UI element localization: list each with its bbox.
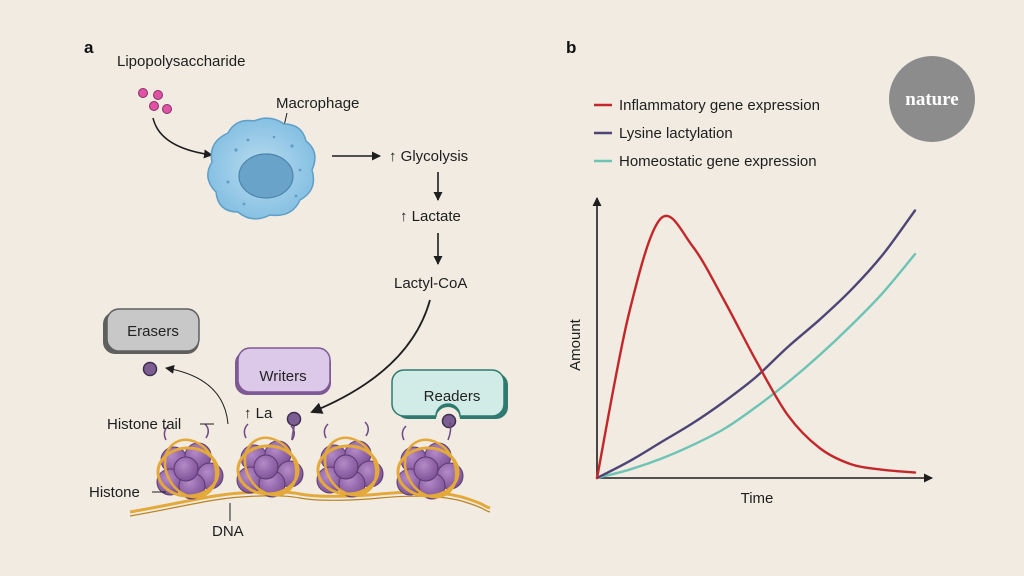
series-line-lysine-lactylation — [595, 209, 917, 480]
legend-label: Inflammatory gene expression — [619, 97, 820, 114]
dna-label: DNA — [212, 523, 244, 540]
lps-particles-icon — [138, 88, 172, 114]
legend-label: Homeostatic gene expression — [619, 153, 817, 170]
nucleosome-icon — [316, 421, 384, 498]
nucleosome-icon — [236, 423, 304, 498]
macrophage-cell-icon — [207, 117, 316, 220]
nature-logo: nature — [889, 56, 975, 142]
reader-bound-mark-icon — [441, 413, 457, 429]
series-line-homeostatic-gene-expression — [595, 252, 917, 480]
la-label: ↑ La — [244, 405, 273, 422]
panel-b-letter: b — [566, 38, 576, 57]
erasers-box: Erasers — [103, 308, 200, 354]
nucleosome-icon — [396, 421, 464, 500]
nucleosome-row — [156, 421, 464, 500]
series-line-inflammatory-gene-expression — [595, 214, 917, 480]
lactate-label: ↑ Lactate — [400, 208, 461, 225]
lactyl-coa-label: Lactyl-CoA — [394, 275, 467, 292]
writers-label: Writers — [259, 368, 306, 385]
legend-label: Lysine lactylation — [619, 125, 733, 142]
readers-label: Readers — [424, 388, 481, 405]
eraser-removal-arrow — [165, 364, 229, 425]
readers-box: Readers — [391, 369, 508, 419]
panel-a-letter: a — [84, 38, 94, 57]
chart-series — [595, 209, 917, 480]
glycolysis-label: ↑ Glycolysis — [389, 148, 468, 165]
nature-logo-text: nature — [905, 89, 958, 110]
x-axis-label: Time — [741, 490, 774, 507]
lactylcoa-to-la-arrow — [310, 299, 431, 414]
removed-lactyl-mark-icon — [142, 361, 158, 377]
erasers-label: Erasers — [127, 323, 179, 340]
dna-strand — [129, 490, 491, 514]
lps-to-macrophage-arrow — [152, 117, 213, 159]
dna-strand-2 — [129, 495, 491, 517]
nucleosome-icon — [156, 423, 224, 500]
chart-axes — [592, 197, 933, 483]
lipopolysaccharide-label: Lipopolysaccharide — [117, 53, 245, 70]
histone-tail-label: Histone tail — [107, 416, 181, 433]
histone-label: Histone — [89, 484, 140, 501]
lactyl-mark-icon — [286, 411, 302, 427]
macrophage-label: Macrophage — [276, 95, 359, 112]
y-axis-label: Amount — [567, 318, 584, 371]
writers-box: Writers — [235, 347, 331, 395]
